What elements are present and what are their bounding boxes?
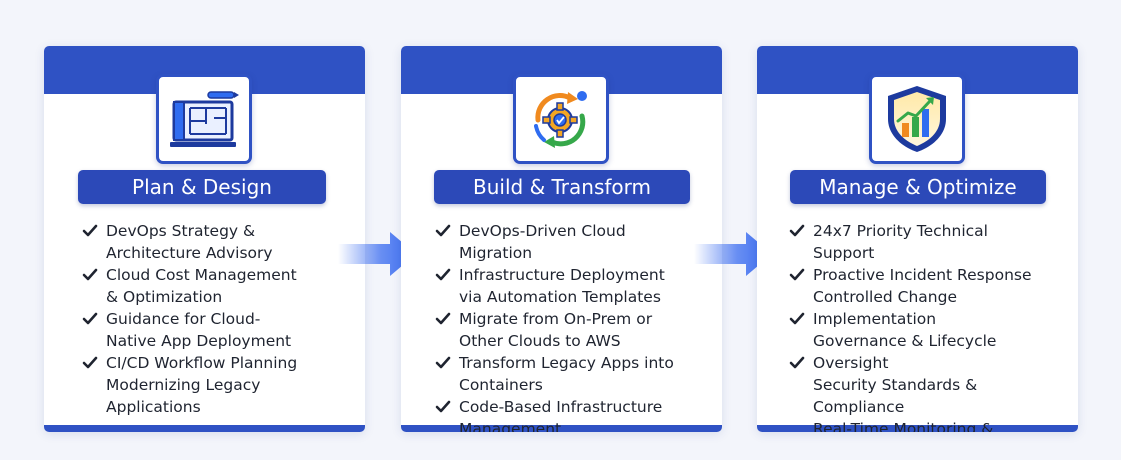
list-item: Other Clouds to AWS xyxy=(433,330,674,352)
checkmark-icon xyxy=(789,224,805,237)
list-item-text: DevOps-Driven Cloud xyxy=(459,222,626,240)
list-item: 24x7 Priority Technical xyxy=(787,220,1032,242)
list-item-text: Governance & Lifecycle xyxy=(813,332,997,350)
list-item: Migration xyxy=(433,242,674,264)
list-item-text: Proactive Incident Response xyxy=(813,266,1032,284)
checkmark-icon xyxy=(435,224,451,237)
checkmark-icon xyxy=(435,400,451,413)
list-item-text: Other Clouds to AWS xyxy=(459,332,621,350)
list-item-text: Real-Time Monitoring & xyxy=(813,420,994,432)
list-item-text: Containers xyxy=(459,376,543,394)
arrow-right-icon xyxy=(338,232,416,276)
list-item: Containers xyxy=(433,374,674,396)
shield-chart-icon xyxy=(869,74,965,164)
list-item-text: Applications xyxy=(106,398,201,416)
checkmark-icon xyxy=(789,356,805,369)
checkmark-icon xyxy=(789,312,805,325)
list-item: Real-Time Monitoring & xyxy=(787,418,1032,432)
checkmark-icon xyxy=(435,312,451,325)
list-item-text: 24x7 Priority Technical xyxy=(813,222,988,240)
list-item-text: Code-Based Infrastructure xyxy=(459,398,663,416)
list-item-text: Modernizing Legacy xyxy=(106,376,261,394)
list-item-text: DevOps Strategy & xyxy=(106,222,256,240)
card-bottom-bar xyxy=(757,425,1078,432)
list-item: DevOps-Driven Cloud xyxy=(433,220,674,242)
list-item: Guidance for Cloud- xyxy=(80,308,297,330)
card-bottom-bar xyxy=(44,425,365,432)
list-item: Management xyxy=(433,418,674,432)
list-item-text: Oversight xyxy=(813,354,889,372)
list-item-text: Security Standards & xyxy=(813,376,978,394)
list-item-text: & Optimization xyxy=(106,288,223,306)
list-item-text: Implementation xyxy=(813,310,937,328)
list-item: Oversight xyxy=(787,352,1032,374)
list-item-text: Cloud Cost Management xyxy=(106,266,297,284)
list-item-text: Migrate from On-Prem or xyxy=(459,310,653,328)
list-item-text: via Automation Templates xyxy=(459,288,661,306)
list-item-text: Migration xyxy=(459,244,533,262)
list-item: Cloud Cost Management xyxy=(80,264,297,286)
list-item: Proactive Incident Response xyxy=(787,264,1032,286)
list-item: Applications xyxy=(80,396,297,418)
list-item: Implementation xyxy=(787,308,1032,330)
list-item-text: Architecture Advisory xyxy=(106,244,273,262)
checkmark-icon xyxy=(789,268,805,281)
list-item: Infrastructure Deployment xyxy=(433,264,674,286)
list-item: CI/CD Workflow Planning xyxy=(80,352,297,374)
arrow-right-icon xyxy=(694,232,772,276)
list-item: Modernizing Legacy xyxy=(80,374,297,396)
checkmark-icon xyxy=(435,356,451,369)
list-item-text: Guidance for Cloud- xyxy=(106,310,261,328)
list-item-text: CI/CD Workflow Planning xyxy=(106,354,298,372)
checkmark-icon xyxy=(82,224,98,237)
list-item-text: Transform Legacy Apps into xyxy=(459,354,674,372)
card-title: Manage & Optimize xyxy=(790,170,1046,204)
list-item: DevOps Strategy & xyxy=(80,220,297,242)
list-item: Architecture Advisory xyxy=(80,242,297,264)
list-item: Security Standards & xyxy=(787,374,1032,396)
gear-cycle-icon xyxy=(513,74,609,164)
list-item: Controlled Change xyxy=(787,286,1032,308)
blueprint-icon xyxy=(156,74,252,164)
list-item: & Optimization xyxy=(80,286,297,308)
list-item: Code-Based Infrastructure xyxy=(433,396,674,418)
list-item-text: Native App Deployment xyxy=(106,332,292,350)
card-plan-design: Plan & Design DevOps Strategy & Architect… xyxy=(44,46,365,432)
list-item: via Automation Templates xyxy=(433,286,674,308)
checkmark-icon xyxy=(82,268,98,281)
card-title: Build & Transform xyxy=(434,170,690,204)
list-item: Migrate from On-Prem or xyxy=(433,308,674,330)
list-item: Support xyxy=(787,242,1032,264)
checkmark-icon xyxy=(435,268,451,281)
list-item: Compliance xyxy=(787,396,1032,418)
card-title: Plan & Design xyxy=(78,170,326,204)
list-item-text: Infrastructure Deployment xyxy=(459,266,665,284)
list-item: Governance & Lifecycle xyxy=(787,330,1032,352)
list-item-text: Support xyxy=(813,244,875,262)
list-item-text: Compliance xyxy=(813,398,905,416)
checkmark-icon xyxy=(82,356,98,369)
card-manage-optimize: Manage & Optimize 24x7 Priority Technica… xyxy=(757,46,1078,432)
list-item-text: Management xyxy=(459,420,562,432)
card-bottom-bar xyxy=(401,425,722,432)
checkmark-icon xyxy=(82,312,98,325)
list-item: Transform Legacy Apps into xyxy=(433,352,674,374)
list-item: Native App Deployment xyxy=(80,330,297,352)
list-item-text: Controlled Change xyxy=(813,288,957,306)
